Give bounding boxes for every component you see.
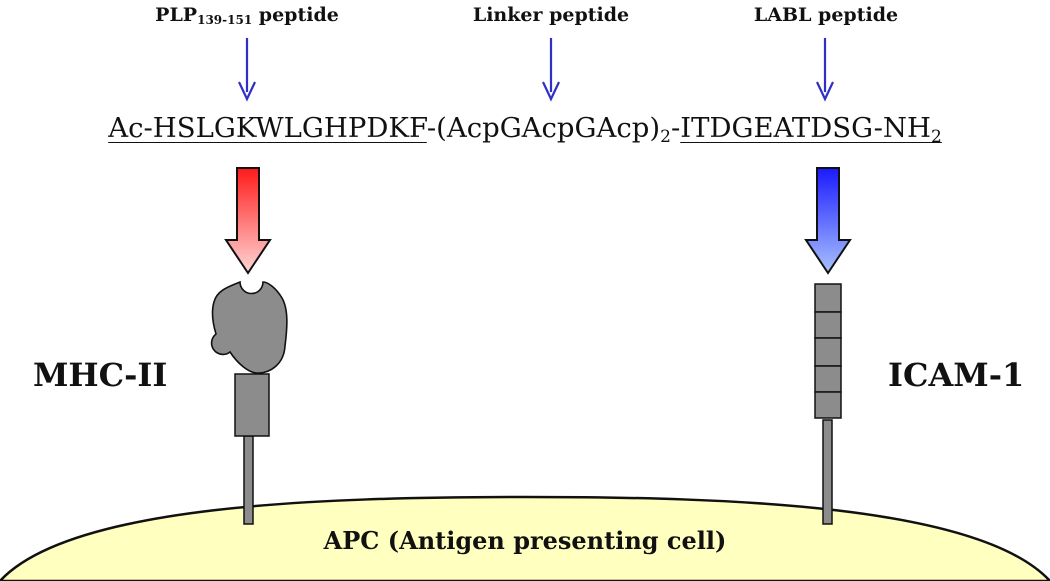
mhc-ii-body (234, 373, 270, 437)
icam-1-receptor (814, 283, 842, 525)
apc-cell-membrane (0, 495, 1050, 581)
plp-sequence: Ac-HSLGKWLGHPDKF (108, 112, 427, 144)
apc-cell-label: APC (Antigen presenting cell) (323, 526, 727, 555)
icam-1-domain (814, 337, 842, 367)
linker-repeat-sub: 2 (660, 127, 671, 147)
sequence-dash: - (426, 112, 437, 144)
labl-pointer-arrow (816, 38, 834, 102)
plp-peptide-label: PLP139-151 peptide (155, 4, 339, 27)
linker-peptide-label: Linker peptide (472, 4, 630, 26)
labl-sequence: ITDGEATDSG-NH2 (680, 112, 942, 147)
sequence-dash: - (670, 112, 681, 144)
icam-1-domain (814, 311, 842, 339)
icam-1-domain (814, 365, 842, 393)
icam-1-stem (822, 419, 833, 525)
linker-sequence: (AcpGAcpGAcp) (436, 112, 661, 144)
plp-binding-arrow (224, 167, 272, 275)
plp-label-sub: 139-151 (197, 13, 253, 27)
labl-sequence-main: ITDGEATDSG-NH (680, 112, 931, 144)
mhc-ii-receptor (210, 280, 288, 525)
peptide-sequence: Ac-HSLGKWLGHPDKF-(AcpGAcpGAcp)2-ITDGEATD… (0, 112, 1050, 147)
labl-sequence-sub: 2 (930, 127, 942, 147)
plp-pointer-arrow (238, 38, 256, 102)
mhc-ii-label: MHC-II (33, 356, 168, 394)
icam-1-domain (814, 283, 842, 313)
icam-1-domain (814, 391, 842, 419)
icam-1-label: ICAM-1 (888, 356, 1025, 394)
labl-peptide-label: LABL peptide (753, 4, 899, 26)
linker-pointer-arrow (542, 38, 560, 102)
mhc-ii-binding-groove (210, 280, 288, 374)
plp-label-main: PLP (155, 4, 198, 26)
labl-binding-arrow (804, 167, 852, 275)
plp-label-suffix: peptide (252, 4, 339, 26)
mhc-ii-stem (243, 435, 254, 525)
